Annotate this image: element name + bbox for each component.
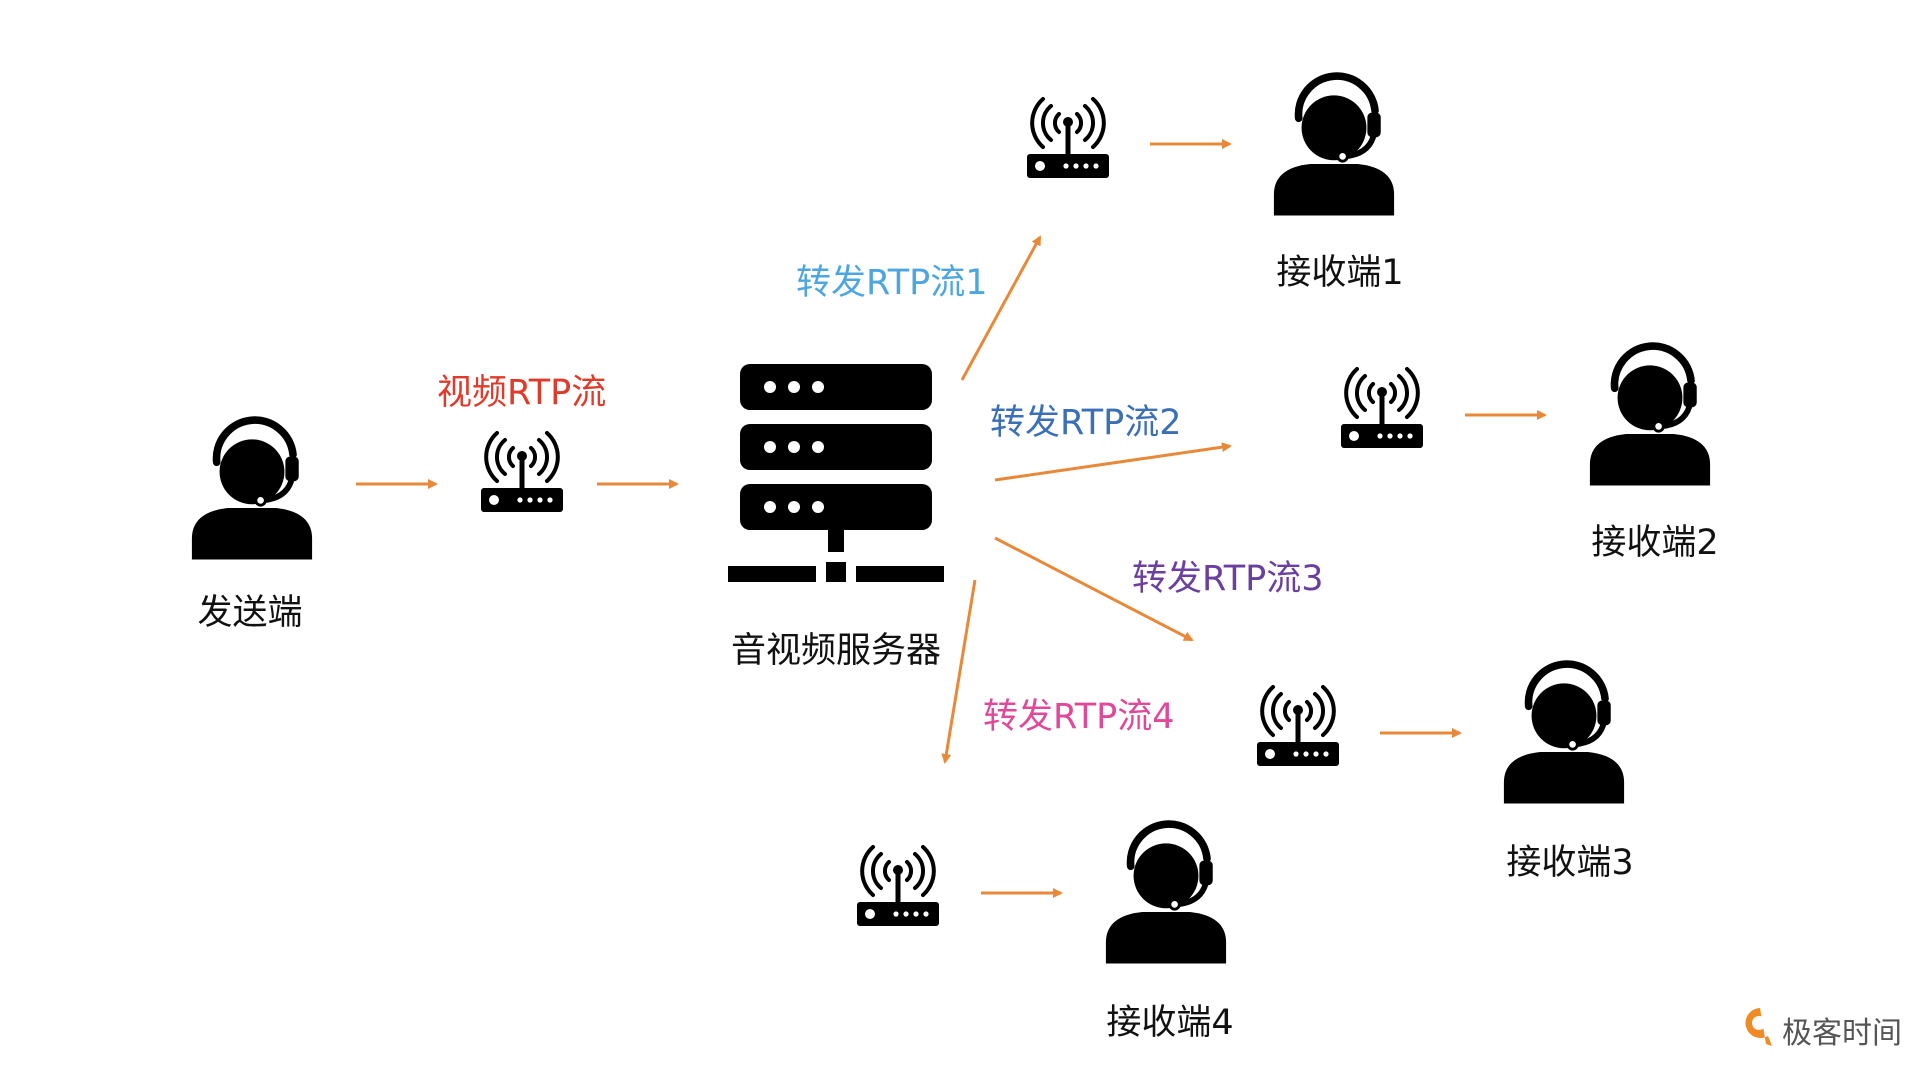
- receiver-4-person-headset-icon: [1104, 820, 1228, 964]
- uplink-router-icon: [480, 430, 564, 514]
- forward-stream-1-label: 转发RTP流1: [796, 263, 988, 303]
- receiver-2-label: 接收端2: [1591, 523, 1719, 563]
- router-2-icon: [1340, 366, 1424, 450]
- arrow-server-to-router-1: [960, 235, 1042, 381]
- receiver-3-label: 接收端3: [1506, 843, 1634, 883]
- sender-person-headset-icon: [190, 416, 314, 560]
- forward-stream-4-label: 转发RTP流4: [983, 697, 1175, 737]
- brand-watermark: 极客时间: [1740, 1004, 1910, 1054]
- router-4-icon: [856, 844, 940, 928]
- forward-stream-3-label: 转发RTP流3: [1132, 559, 1324, 599]
- uplink-stream-label: 视频RTP流: [437, 373, 607, 413]
- arrow-server-to-router-4: [941, 579, 977, 764]
- brand-name: 极客时间: [1782, 1016, 1902, 1051]
- server-label: 音视频服务器: [730, 631, 942, 671]
- router-1-icon: [1026, 96, 1110, 180]
- receiver-1-label: 接收端1: [1276, 253, 1404, 293]
- receiver-4-label: 接收端4: [1106, 1003, 1234, 1043]
- arrow-server-to-router-2: [994, 442, 1232, 482]
- server-icon: [728, 364, 944, 582]
- brand-logo-icon: [1745, 1008, 1772, 1046]
- receiver-3-person-headset-icon: [1502, 660, 1626, 804]
- forward-stream-2-label: 转发RTP流2: [990, 403, 1182, 443]
- router-3-icon: [1256, 684, 1340, 768]
- receiver-1-person-headset-icon: [1272, 72, 1396, 216]
- sender-label: 发送端: [197, 593, 303, 633]
- arrow-server-to-router-3: [994, 536, 1194, 642]
- receiver-2-person-headset-icon: [1588, 342, 1712, 486]
